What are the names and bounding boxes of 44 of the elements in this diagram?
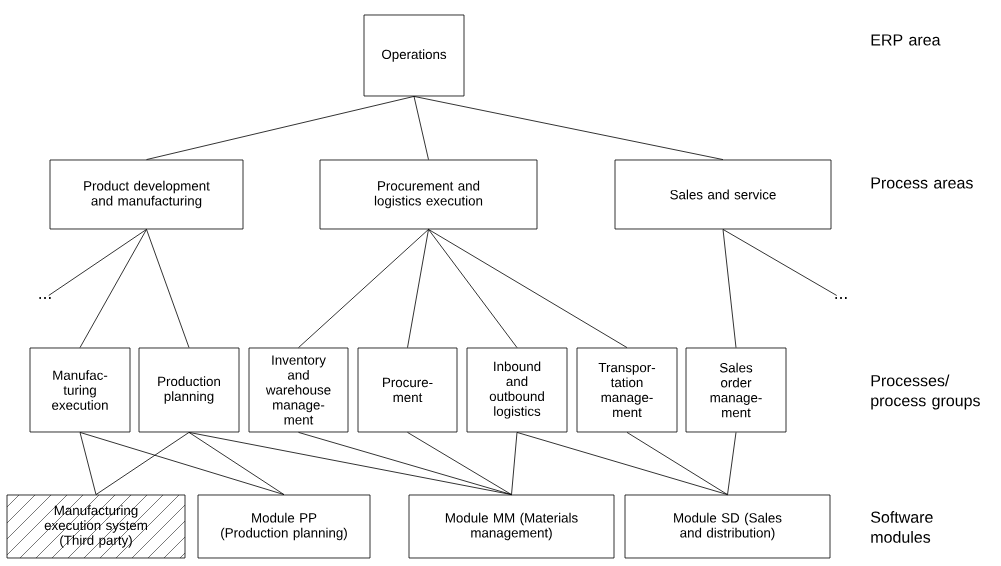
process-box: Inbound and outbound logistics <box>466 347 568 433</box>
process-box: Module SD (Sales and distribution) <box>624 494 831 559</box>
connector-line <box>298 229 429 348</box>
process-box: Sales and service <box>614 159 832 230</box>
connector-line <box>407 229 429 348</box>
process-box: Manufac-turing execution <box>29 347 131 433</box>
process-box: Product development and manufacturing <box>49 159 244 230</box>
process-box: Transpor-tation manage-ment <box>576 347 678 433</box>
level-label: Software modules <box>871 511 933 543</box>
connector-line <box>407 432 512 495</box>
connector-line <box>511 432 518 495</box>
process-box: Inventory and warehouse manage-ment <box>248 347 349 433</box>
connector-line <box>298 432 512 495</box>
connector-line <box>722 229 737 348</box>
connector-line <box>516 432 728 495</box>
connector-line <box>727 432 737 495</box>
ellipsis: ... <box>39 297 51 299</box>
connector-line <box>79 432 97 495</box>
hatched-box: Manufacturing execution system (Third party) <box>6 494 186 559</box>
process-box: Production planning <box>138 347 240 433</box>
connector-line <box>413 96 429 160</box>
connector-line <box>79 432 285 495</box>
connector-line <box>146 229 190 348</box>
ellipsis: ... <box>835 297 847 299</box>
level-label: ERP area <box>871 34 941 46</box>
process-box: Procurement and logistics execution <box>319 159 538 230</box>
connector-line <box>428 229 628 348</box>
connector-line <box>428 229 518 348</box>
connector-line <box>188 432 285 495</box>
level-label: Process areas <box>871 177 973 189</box>
process-box: Module MM (Materials management) <box>408 494 615 559</box>
process-box: Sales order manage-ment <box>685 347 787 433</box>
process-box: Procure-ment <box>357 347 458 433</box>
process-box: Operations <box>363 14 465 97</box>
connector-line <box>146 96 415 160</box>
connector-line <box>48 229 147 296</box>
connector-line <box>79 229 147 348</box>
process-box: Module PP (Production planning) <box>197 494 371 559</box>
level-label: Processes/ process groups <box>871 374 980 410</box>
connector-line <box>413 96 724 160</box>
connector-line <box>626 432 728 495</box>
connector-line <box>722 229 838 296</box>
connector-line <box>188 432 512 495</box>
connector-line <box>95 432 190 495</box>
